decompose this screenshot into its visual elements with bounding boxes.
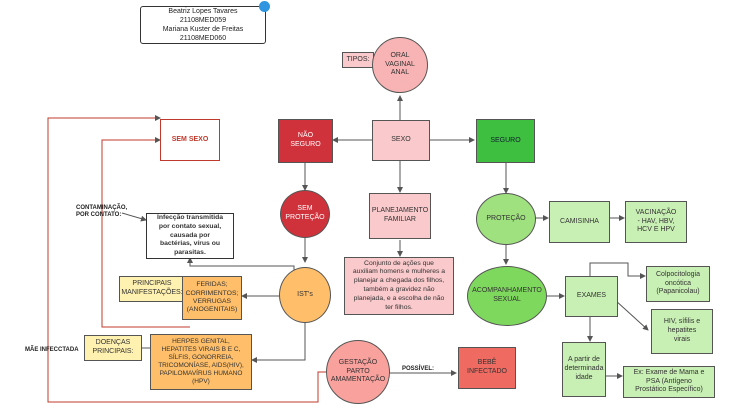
protecao-node: PROTEÇÃO: [476, 193, 536, 245]
author-1-name: Beatriz Lopes Tavares: [168, 7, 238, 15]
hiv-sifilis-node: HIV, sífilis e hepatites virais: [651, 309, 713, 354]
doencas-node: HERPES GENITAL, HEPATITES VIRAIS B E C, …: [150, 334, 252, 390]
exemplo-exames-node: Ex: Exame de Mama e PSA (Antígeno Prostá…: [623, 366, 715, 398]
planejamento-familiar-node: PLANEJAMENTO FAMILIAR: [369, 193, 431, 239]
seguro-node: SEGURO: [476, 119, 535, 163]
possivel-label: POSSÍVEL:: [402, 366, 435, 372]
blue-dot-icon: [259, 1, 270, 12]
exames-node: EXAMES: [565, 276, 618, 317]
colpocitologia-node: Colpocitologia oncótica (Papanicolau): [646, 266, 710, 302]
tipos-label: TIPOS:: [342, 52, 374, 68]
gestacao-node: GESTAÇÃO PARTO AMAMENTAÇÃO: [326, 340, 390, 404]
sem-sexo-node: SEM SEXO: [160, 119, 220, 161]
bebe-infectado-node: BEBÊ INFECTADO: [458, 347, 516, 389]
planejamento-description: Conjunto de ações que auxiliam homens e …: [344, 257, 454, 315]
mae-infectada-label: MÃE INFECCTADA: [25, 347, 79, 353]
acompanhamento-sexual-node: ACOMPANHAMENTO SEXUAL: [467, 266, 547, 326]
author-2-name: Mariana Kuster de Freitas: [162, 26, 244, 33]
contaminacao-label: CONTAMINAÇÃO, POR CONTATO:: [76, 205, 128, 219]
camisinha-node: CAMISINHA: [549, 201, 610, 243]
manifestacoes-node: FERIDAS; CORRIMENTOS; VERRUGAS (ANOGENIT…: [182, 276, 242, 320]
nao-seguro-node: NÃO SEGURO: [278, 119, 333, 163]
oral-vaginal-anal-node: ORAL VAGINAL ANAL: [372, 37, 428, 93]
principais-manifestacoes-label: PRINCIPAIS MANIFESTAÇÕES:: [119, 276, 185, 302]
author-1-id: 21108MED059: [179, 16, 227, 24]
infeccao-definition: Infecção transmitida por contato sexual,…: [146, 213, 234, 259]
a-partir-node: A partir de determinada idade: [562, 342, 606, 397]
ists-node: IST's: [279, 267, 331, 323]
sem-protecao-node: SEM PROTEÇÃO: [280, 190, 330, 238]
authors-box: Beatriz Lopes Tavares 21108MED059 Marian…: [140, 6, 266, 44]
sexo-node: SEXO: [372, 120, 430, 161]
doencas-principais-label: DOENÇAS PRINCIPAIS:: [84, 335, 142, 361]
vacinacao-node: VACINAÇÃO - HAV, HBV, HCV e HPV: [625, 201, 687, 243]
author-2-id: 21108MED060: [179, 35, 227, 43]
